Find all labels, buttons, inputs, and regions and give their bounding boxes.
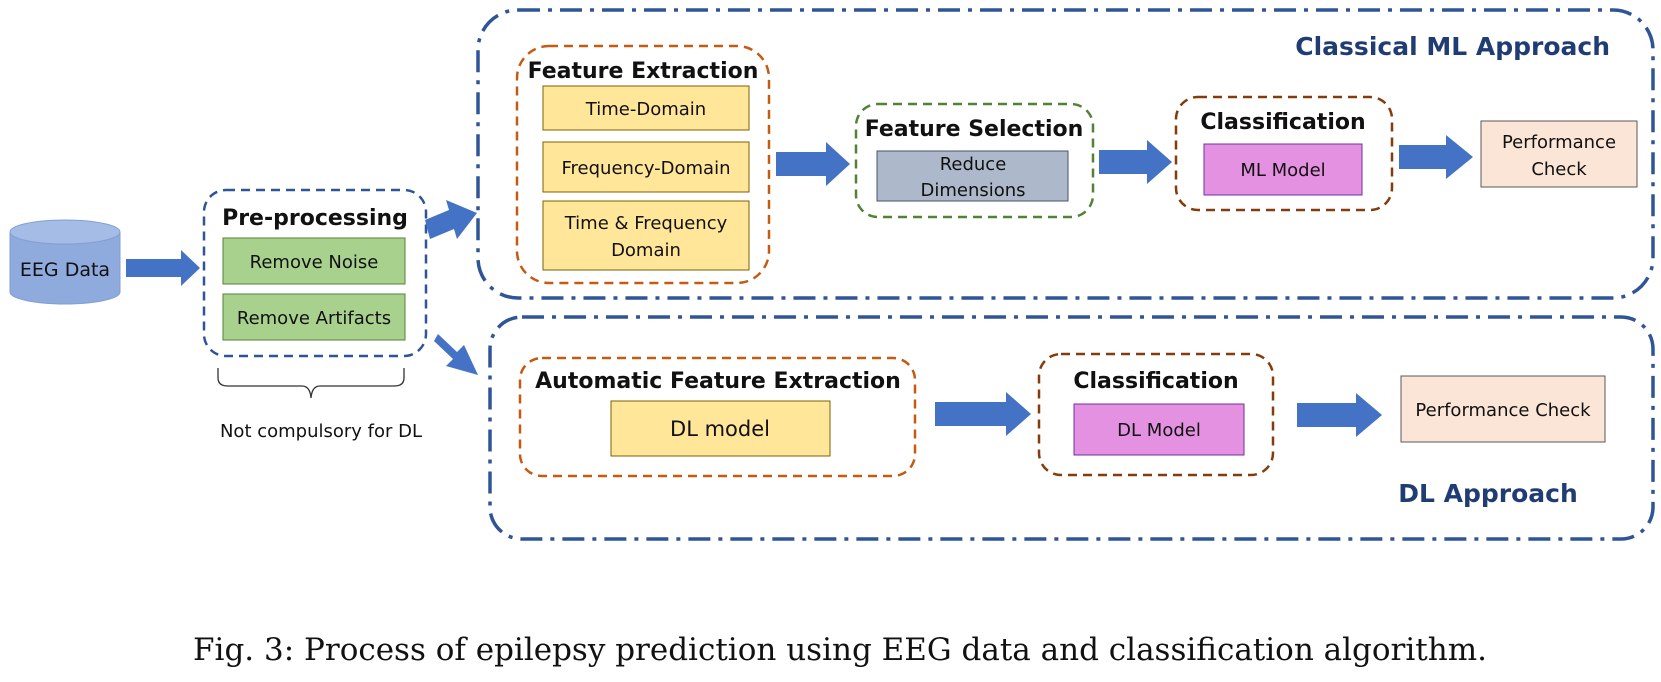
automatic-feature-extraction-title: Automatic Feature Extraction: [535, 369, 901, 394]
arrow-preprocessing-to-dl: [434, 334, 478, 375]
arrow-preprocessing-to-classical: [425, 200, 477, 239]
time-frequency-label-line1: Time & Frequency: [564, 213, 728, 234]
time-domain-label: Time-Domain: [585, 99, 706, 120]
arrow-selection-to-classification: [1099, 140, 1172, 184]
reduce-dimensions-line2: Dimensions: [920, 180, 1025, 201]
dl-classification-box: [1037, 352, 1275, 477]
ml-model-box: [1203, 143, 1363, 196]
frequency-domain-label: Frequency-Domain: [561, 158, 730, 179]
frequency-domain-box: [542, 141, 750, 193]
not-compulsory-brace: [217, 368, 405, 399]
feature-extraction-box: [515, 44, 771, 285]
eeg-data-cylinder: EEG Data: [9, 219, 121, 305]
ml-model-label: ML Model: [1240, 160, 1325, 181]
arrow-dl-classification-to-performance: [1297, 393, 1382, 437]
preprocessing-box: [202, 188, 428, 358]
arrow-dl-extraction-to-classification: [935, 392, 1031, 436]
ml-performance-line1: Performance: [1502, 132, 1616, 153]
arrow-ml-classification-to-performance: [1399, 135, 1473, 179]
ml-classification-title: Classification: [1200, 110, 1365, 135]
feature-extraction-title: Feature Extraction: [528, 59, 759, 84]
ml-performance-line2: Check: [1531, 159, 1587, 180]
feature-selection-title: Feature Selection: [865, 117, 1084, 142]
classical-ml-approach-container: [476, 8, 1655, 300]
dl-classification-title: Classification: [1073, 369, 1238, 394]
remove-noise-label: Remove Noise: [250, 252, 379, 273]
eeg-data-label: EEG Data: [20, 259, 110, 281]
classical-ml-approach-title: Classical ML Approach: [1295, 32, 1610, 61]
remove-artifacts-box: [222, 293, 406, 341]
dl-model-box: [1073, 403, 1245, 456]
time-frequency-label-line2: Domain: [611, 240, 681, 261]
time-frequency-domain-box: [542, 200, 750, 271]
preprocessing-title: Pre-processing: [222, 206, 408, 231]
dl-performance-check-box: [1400, 375, 1606, 443]
arrow-extraction-to-selection: [776, 142, 850, 186]
dl-model-label: DL Model: [1117, 420, 1201, 441]
dl-approach-container: [488, 315, 1655, 541]
dl-feature-model-label: DL model: [670, 417, 770, 441]
dl-approach-title: DL Approach: [1398, 479, 1578, 508]
dl-performance-label: Performance Check: [1415, 400, 1591, 421]
figure-caption: Fig. 3: Process of epilepsy prediction u…: [193, 632, 1487, 668]
ml-classification-box: [1174, 95, 1394, 212]
not-compulsory-note: Not compulsory for DL: [220, 421, 422, 442]
ml-performance-check-box: [1480, 120, 1638, 188]
automatic-feature-extraction-box: [518, 356, 917, 478]
reduce-dimensions-line1: Reduce: [940, 154, 1007, 175]
arrow-eeg-to-preprocessing: [126, 250, 200, 286]
reduce-dimensions-box: [876, 150, 1069, 202]
remove-artifacts-label: Remove Artifacts: [237, 308, 391, 329]
remove-noise-box: [222, 237, 406, 285]
time-domain-box: [542, 85, 750, 131]
feature-selection-box: [854, 102, 1095, 219]
dl-feature-model-box: [610, 400, 831, 457]
